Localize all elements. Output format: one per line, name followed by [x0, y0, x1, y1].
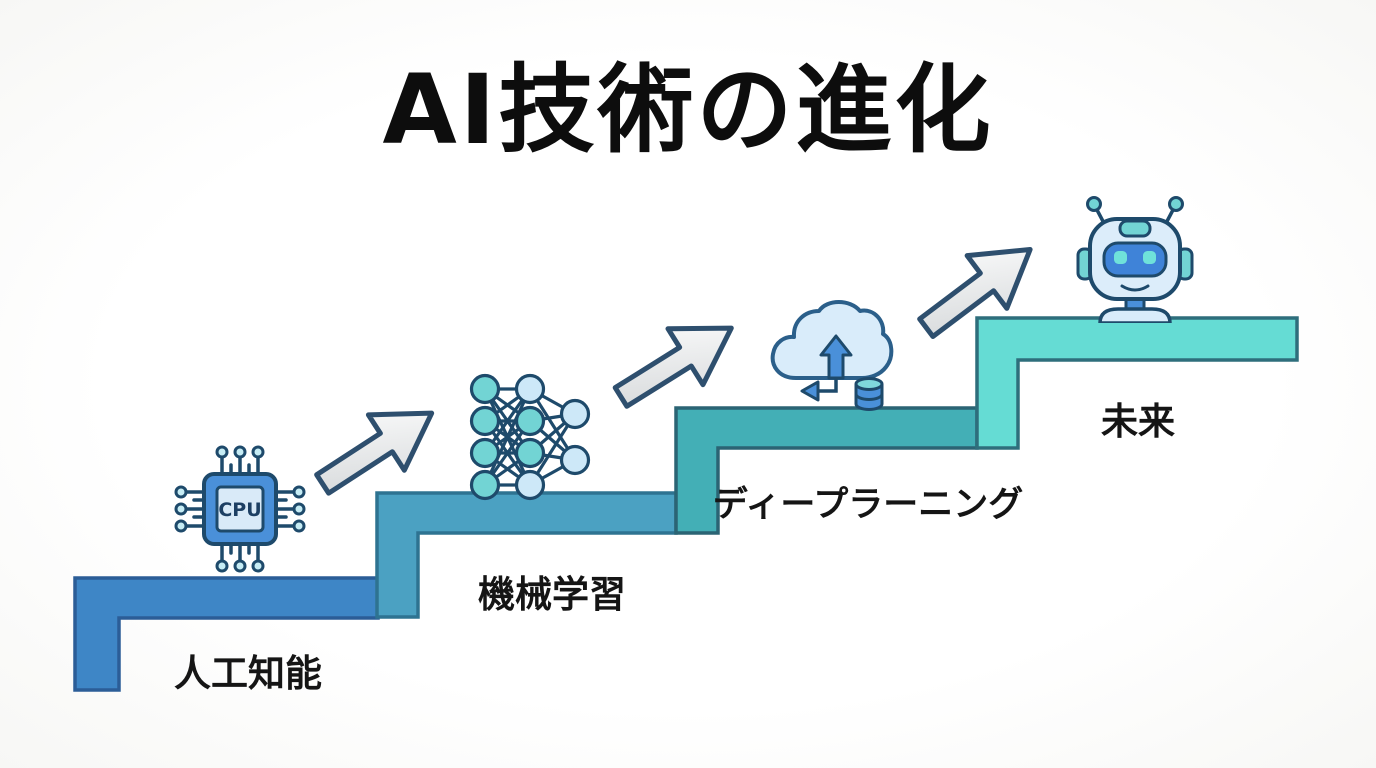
label-deep-learning: ディープラーニング: [712, 485, 1024, 525]
cpu-chip-icon: CPU: [174, 445, 306, 573]
neural-network-icon: [469, 373, 591, 501]
label-future: 未来: [1101, 400, 1175, 443]
label-artificial-intelligence: 人工知能: [174, 652, 322, 695]
label-machine-learning: 機械学習: [478, 573, 626, 616]
upward-arrow-icon: [917, 246, 1033, 340]
cloud-data-icon: [770, 300, 894, 411]
step-future: [975, 316, 1299, 450]
cpu-text: CPU: [218, 499, 261, 521]
page-title: AI技術の進化: [382, 54, 994, 166]
upward-arrow-icon: [314, 410, 435, 496]
robot-icon: [1076, 196, 1194, 323]
upward-arrow-icon: [612, 325, 734, 409]
